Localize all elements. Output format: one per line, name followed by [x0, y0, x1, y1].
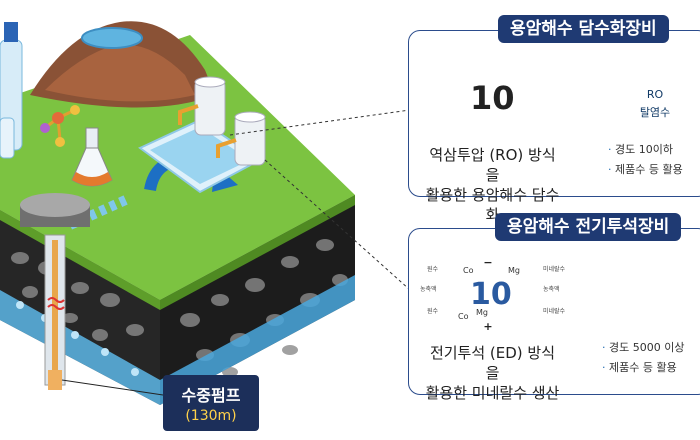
ed-bullet-2-text: 제품수 등 활용	[609, 361, 677, 374]
ro-tank-label-1: RO	[646, 88, 664, 101]
leader-line-top	[229, 109, 411, 136]
ro-panel-title: 용암해수 담수화장비	[498, 15, 669, 43]
ed-label-left-top: 원수	[427, 266, 439, 273]
ed-ion-mg-2: Mg	[476, 308, 488, 317]
grass-edge-left	[0, 210, 160, 310]
ed-ion-mg: Mg	[508, 266, 520, 275]
ro-tank-label-2: 탈염수	[639, 106, 671, 119]
ed-ion-co-2: Co	[458, 312, 469, 321]
ed-panel-title: 용암해수 전기투석장비	[495, 213, 682, 241]
water-bottles	[0, 22, 23, 159]
ed-panel	[408, 228, 700, 395]
ed-ion-co: Co	[463, 266, 474, 275]
soil-left-face	[0, 210, 160, 405]
ed-bullet-1: · 경도 5000 이상	[602, 341, 685, 354]
ed-bullet-2: · 제품수 등 활용	[602, 361, 677, 374]
storage-tanks	[178, 76, 266, 166]
submersible-pump	[20, 193, 164, 396]
ed-caption-line-1: 전기투석 (ED) 방식을	[429, 344, 556, 382]
ro-bullets: · 경도 10이하 · 제품수 등 활용	[608, 140, 700, 180]
leader-line-bottom	[264, 159, 411, 291]
ed-tank-number: 6	[645, 255, 665, 285]
ed-caption-line-2: 활용한 미네랄수 생산	[425, 384, 560, 402]
ro-bullet-2: · 제품수 등 활용	[608, 163, 683, 176]
ro-caption: 역삼투압 (RO) 방식을 활용한 용암해수 담수화	[425, 145, 560, 225]
ed-tank-label-2: 미네랄수	[636, 308, 674, 319]
ro-bullet-1-text: 경도 10이하	[615, 143, 673, 156]
plus-icon: +	[483, 320, 493, 333]
groundwater-left	[0, 290, 160, 405]
ed-bullets: · 경도 5000 이상 · 제품수 등 활용	[602, 338, 700, 378]
molecule-icon	[40, 105, 80, 147]
ro-panel	[408, 30, 700, 197]
ed-label-right-top: 미네랄수	[543, 266, 566, 273]
ed-caption: 전기투석 (ED) 방식을 활용한 미네랄수 생산	[425, 343, 560, 403]
ed-bullet-1-text: 경도 5000 이상	[609, 341, 685, 354]
ro-caption-line-1: 역삼투압 (RO) 방식을	[429, 146, 556, 184]
pump-title: 수중펌프	[181, 386, 241, 405]
flask-icon	[71, 127, 113, 187]
ro-tank-number: 5	[645, 57, 665, 87]
ed-label-right-bottom: 미네랄수	[543, 308, 566, 315]
ed-label-left-mid: 농축액	[420, 286, 437, 293]
grass-edge-right	[160, 195, 355, 310]
ro-bullet-1: · 경도 10이하	[608, 143, 673, 156]
ro-bullet-2-text: 제품수 등 활용	[615, 163, 683, 176]
ed-device-number: 10	[470, 277, 512, 312]
pump-depth: (130m)	[185, 408, 237, 424]
ed-label-left-bottom: 원수	[427, 308, 439, 315]
minus-icon: −	[483, 256, 493, 269]
pump-label: 수중펌프 (130m)	[163, 375, 259, 431]
volcano	[30, 21, 215, 108]
groundwater-right	[160, 275, 355, 405]
ed-tank-label-1: ED	[647, 288, 663, 301]
ed-label-right-mid: 농축액	[543, 286, 560, 293]
ro-device-number: 10	[470, 79, 515, 117]
